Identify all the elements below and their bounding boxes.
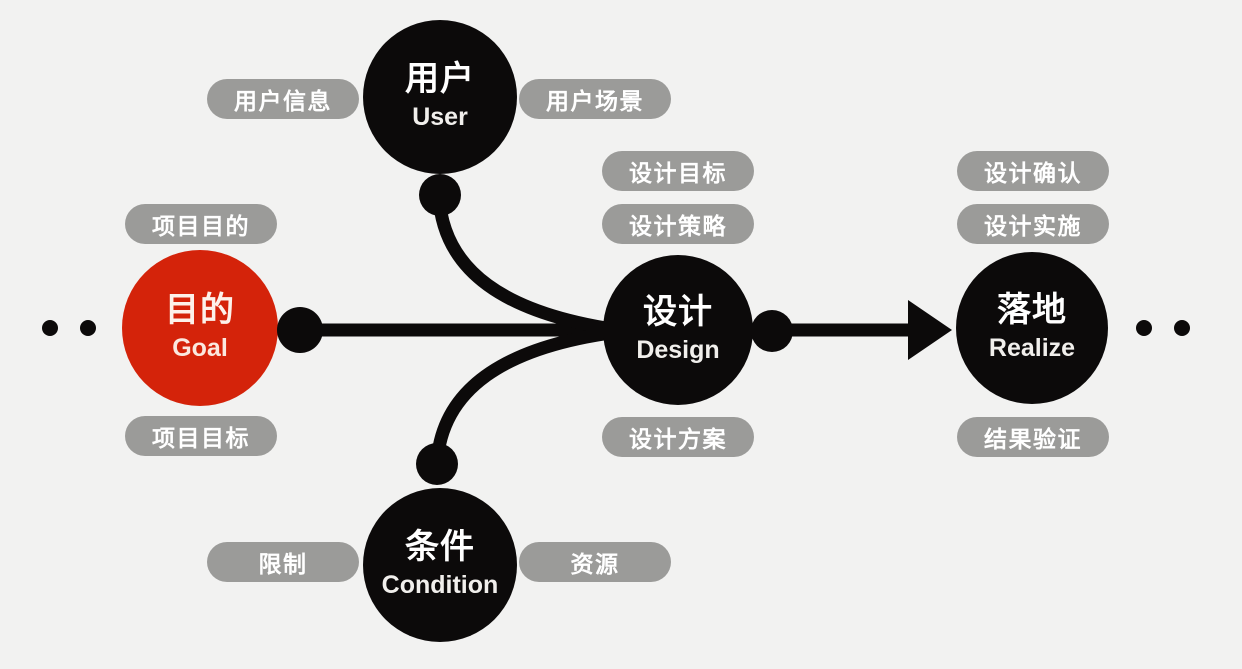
node-condition[interactable]: 条件 Condition [363, 488, 517, 642]
node-realize-label-en: Realize [988, 333, 1076, 362]
ellipsis-dot-left-1 [42, 320, 58, 336]
node-design-label-en: Design [636, 335, 720, 364]
pill-design-top-2[interactable]: 设计策略 [602, 204, 754, 244]
pill-goal-bottom[interactable]: 项目目标 [125, 416, 277, 456]
arrowhead-icon [908, 300, 952, 360]
pill-user-left[interactable]: 用户信息 [207, 79, 359, 119]
node-user[interactable]: 用户 User [363, 20, 517, 174]
node-user-label-cn: 用户 [405, 60, 475, 99]
node-user-label-en: User [412, 102, 468, 131]
pill-condition-right[interactable]: 资源 [519, 542, 671, 582]
node-realize-label-cn: 落地 [997, 291, 1067, 330]
node-goal-label-cn: 目的 [165, 291, 235, 330]
knob-user-out [419, 174, 461, 216]
pill-design-top-1[interactable]: 设计目标 [602, 151, 754, 191]
node-goal[interactable]: 目的 Goal [122, 250, 278, 406]
pill-user-right[interactable]: 用户场景 [519, 79, 671, 119]
pill-realize-top-2[interactable]: 设计实施 [957, 204, 1109, 244]
ellipsis-dot-left-2 [80, 320, 96, 336]
pill-goal-top[interactable]: 项目目的 [125, 204, 277, 244]
ellipsis-dot-right-1 [1136, 320, 1152, 336]
pill-design-bottom[interactable]: 设计方案 [602, 417, 754, 457]
edge-user-to-design [432, 189, 641, 339]
node-goal-label-en: Goal [172, 333, 228, 362]
node-design[interactable]: 设计 Design [603, 255, 753, 405]
node-condition-label-cn: 条件 [405, 528, 475, 567]
pill-realize-top-1[interactable]: 设计确认 [957, 151, 1109, 191]
edge-condition-to-design [430, 323, 641, 471]
pill-realize-bottom[interactable]: 结果验证 [957, 417, 1109, 457]
node-realize[interactable]: 落地 Realize [956, 252, 1108, 404]
knob-design-out [751, 310, 793, 352]
pill-condition-left[interactable]: 限制 [207, 542, 359, 582]
ellipsis-dot-right-2 [1174, 320, 1190, 336]
node-design-label-cn: 设计 [643, 293, 713, 332]
node-condition-label-en: Condition [381, 570, 499, 599]
knob-condition-out [416, 443, 458, 485]
knob-goal-out [277, 307, 323, 353]
